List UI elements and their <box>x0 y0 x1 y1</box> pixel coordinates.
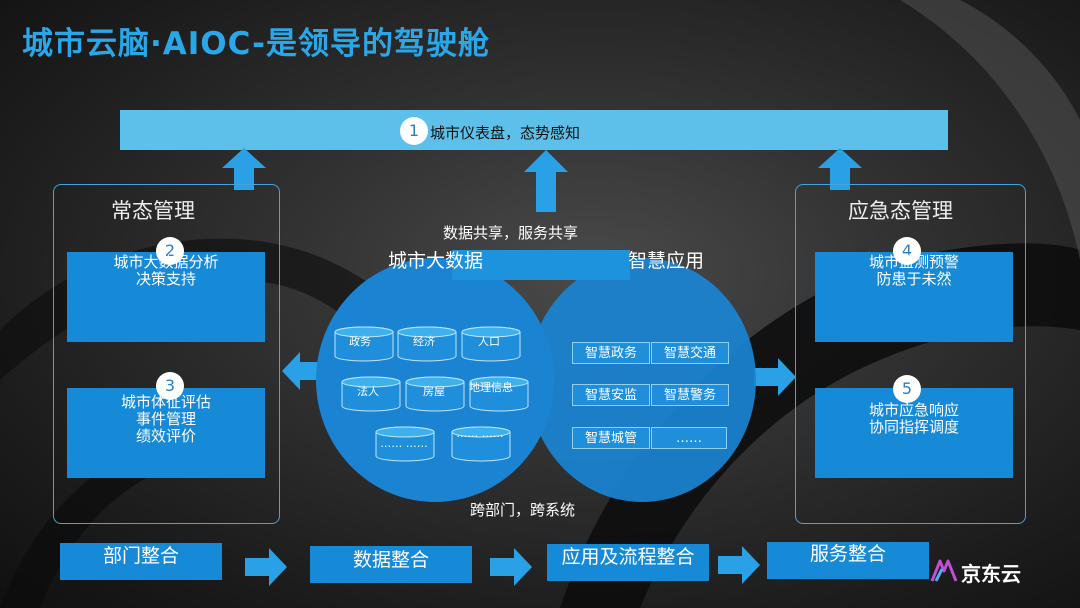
service-integration-box: 服务整合 <box>767 542 929 579</box>
smart-application-label: 智慧应用 <box>628 250 705 272</box>
card-line: 城市监测预警 <box>868 253 959 271</box>
jdcloud-logo-icon <box>930 559 958 582</box>
database-label: 房屋 <box>423 385 445 398</box>
database-icon <box>461 326 521 362</box>
card-line: 城市大数据分析 <box>113 253 219 271</box>
routine-management-title: 常态管理 <box>111 199 195 223</box>
step-number-badge: 3 <box>156 372 184 400</box>
database-icon <box>341 376 401 412</box>
city-bigdata-label: 城市大数据 <box>388 250 484 272</box>
routine-management-panel <box>53 184 280 524</box>
app-tile: 智慧政务 <box>572 342 650 364</box>
card-line: 防患于未然 <box>876 270 952 288</box>
jdcloud-logo-text: 京东云 <box>961 562 1021 586</box>
card-line: 事件管理 <box>135 410 196 428</box>
app-tile: 智慧城管 <box>572 427 650 449</box>
sharing-bar <box>452 250 630 280</box>
arrow-up-icon <box>524 150 568 212</box>
app-tile: …… <box>651 427 727 449</box>
database-label: …… …… <box>380 437 428 450</box>
arrow-left-icon <box>282 352 324 390</box>
dashboard-bar-label: 城市仪表盘，态势感知 <box>430 124 581 142</box>
database-label: 政务 <box>349 335 371 348</box>
application-process-integration-box: 应用及流程整合 <box>547 544 709 581</box>
arrow-right-icon <box>490 548 532 586</box>
database-label: …… …… <box>456 427 504 440</box>
bigdata-analysis-card <box>67 252 265 342</box>
arrow-right-icon <box>245 548 287 586</box>
database-icon <box>375 426 435 462</box>
database-icon <box>334 326 394 362</box>
database-icon <box>397 326 457 362</box>
arrow-up-icon <box>818 148 862 190</box>
arrow-right-icon <box>754 358 796 396</box>
step-number-badge: 1 <box>400 117 428 145</box>
dashboard-bar <box>120 110 948 150</box>
arrow-up-icon <box>222 148 266 190</box>
card-text: 城市应急响应 协同指挥调度 <box>815 402 1013 436</box>
department-integration-box: 部门整合 <box>60 543 222 580</box>
app-tile: 智慧交通 <box>651 342 729 364</box>
card-line: 城市体征评估 <box>120 393 211 411</box>
card-text: 城市体征评估 事件管理 绩效评价 <box>67 394 265 445</box>
card-line: 决策支持 <box>135 270 196 288</box>
app-tile: 智慧安监 <box>572 384 650 406</box>
database-icon <box>451 426 511 462</box>
card-line: 城市应急响应 <box>868 401 959 419</box>
database-label: 经济 <box>413 335 435 348</box>
data-sharing-label: 数据共享，服务共享 <box>443 224 579 242</box>
city-assessment-card <box>67 388 265 478</box>
step-number-badge: 5 <box>893 375 921 403</box>
monitoring-warning-card <box>815 252 1013 342</box>
smart-application-circle <box>528 258 756 502</box>
step-number-badge: 2 <box>156 237 184 265</box>
database-label: 法人 <box>357 385 379 398</box>
emergency-management-panel <box>795 184 1026 524</box>
card-text: 城市监测预警 防患于未然 <box>815 254 1013 288</box>
database-label: 人口 <box>478 335 500 348</box>
database-icon <box>405 376 465 412</box>
data-integration-box: 数据整合 <box>310 546 472 583</box>
card-line: 协同指挥调度 <box>868 418 959 436</box>
arrow-right-icon <box>718 546 760 584</box>
card-text: 城市大数据分析 决策支持 <box>67 254 265 288</box>
app-tile: 智慧警务 <box>651 384 729 406</box>
slide-title: 城市云脑·AIOC-是领导的驾驶舱 <box>22 26 490 62</box>
step-number-badge: 4 <box>893 237 921 265</box>
cross-department-label: 跨部门，跨系统 <box>470 501 576 519</box>
emergency-response-card <box>815 388 1013 478</box>
emergency-management-title: 应急态管理 <box>848 199 953 223</box>
card-line: 绩效评价 <box>135 427 196 445</box>
database-label: 地理信息 <box>469 381 513 394</box>
database-icon <box>469 376 529 412</box>
